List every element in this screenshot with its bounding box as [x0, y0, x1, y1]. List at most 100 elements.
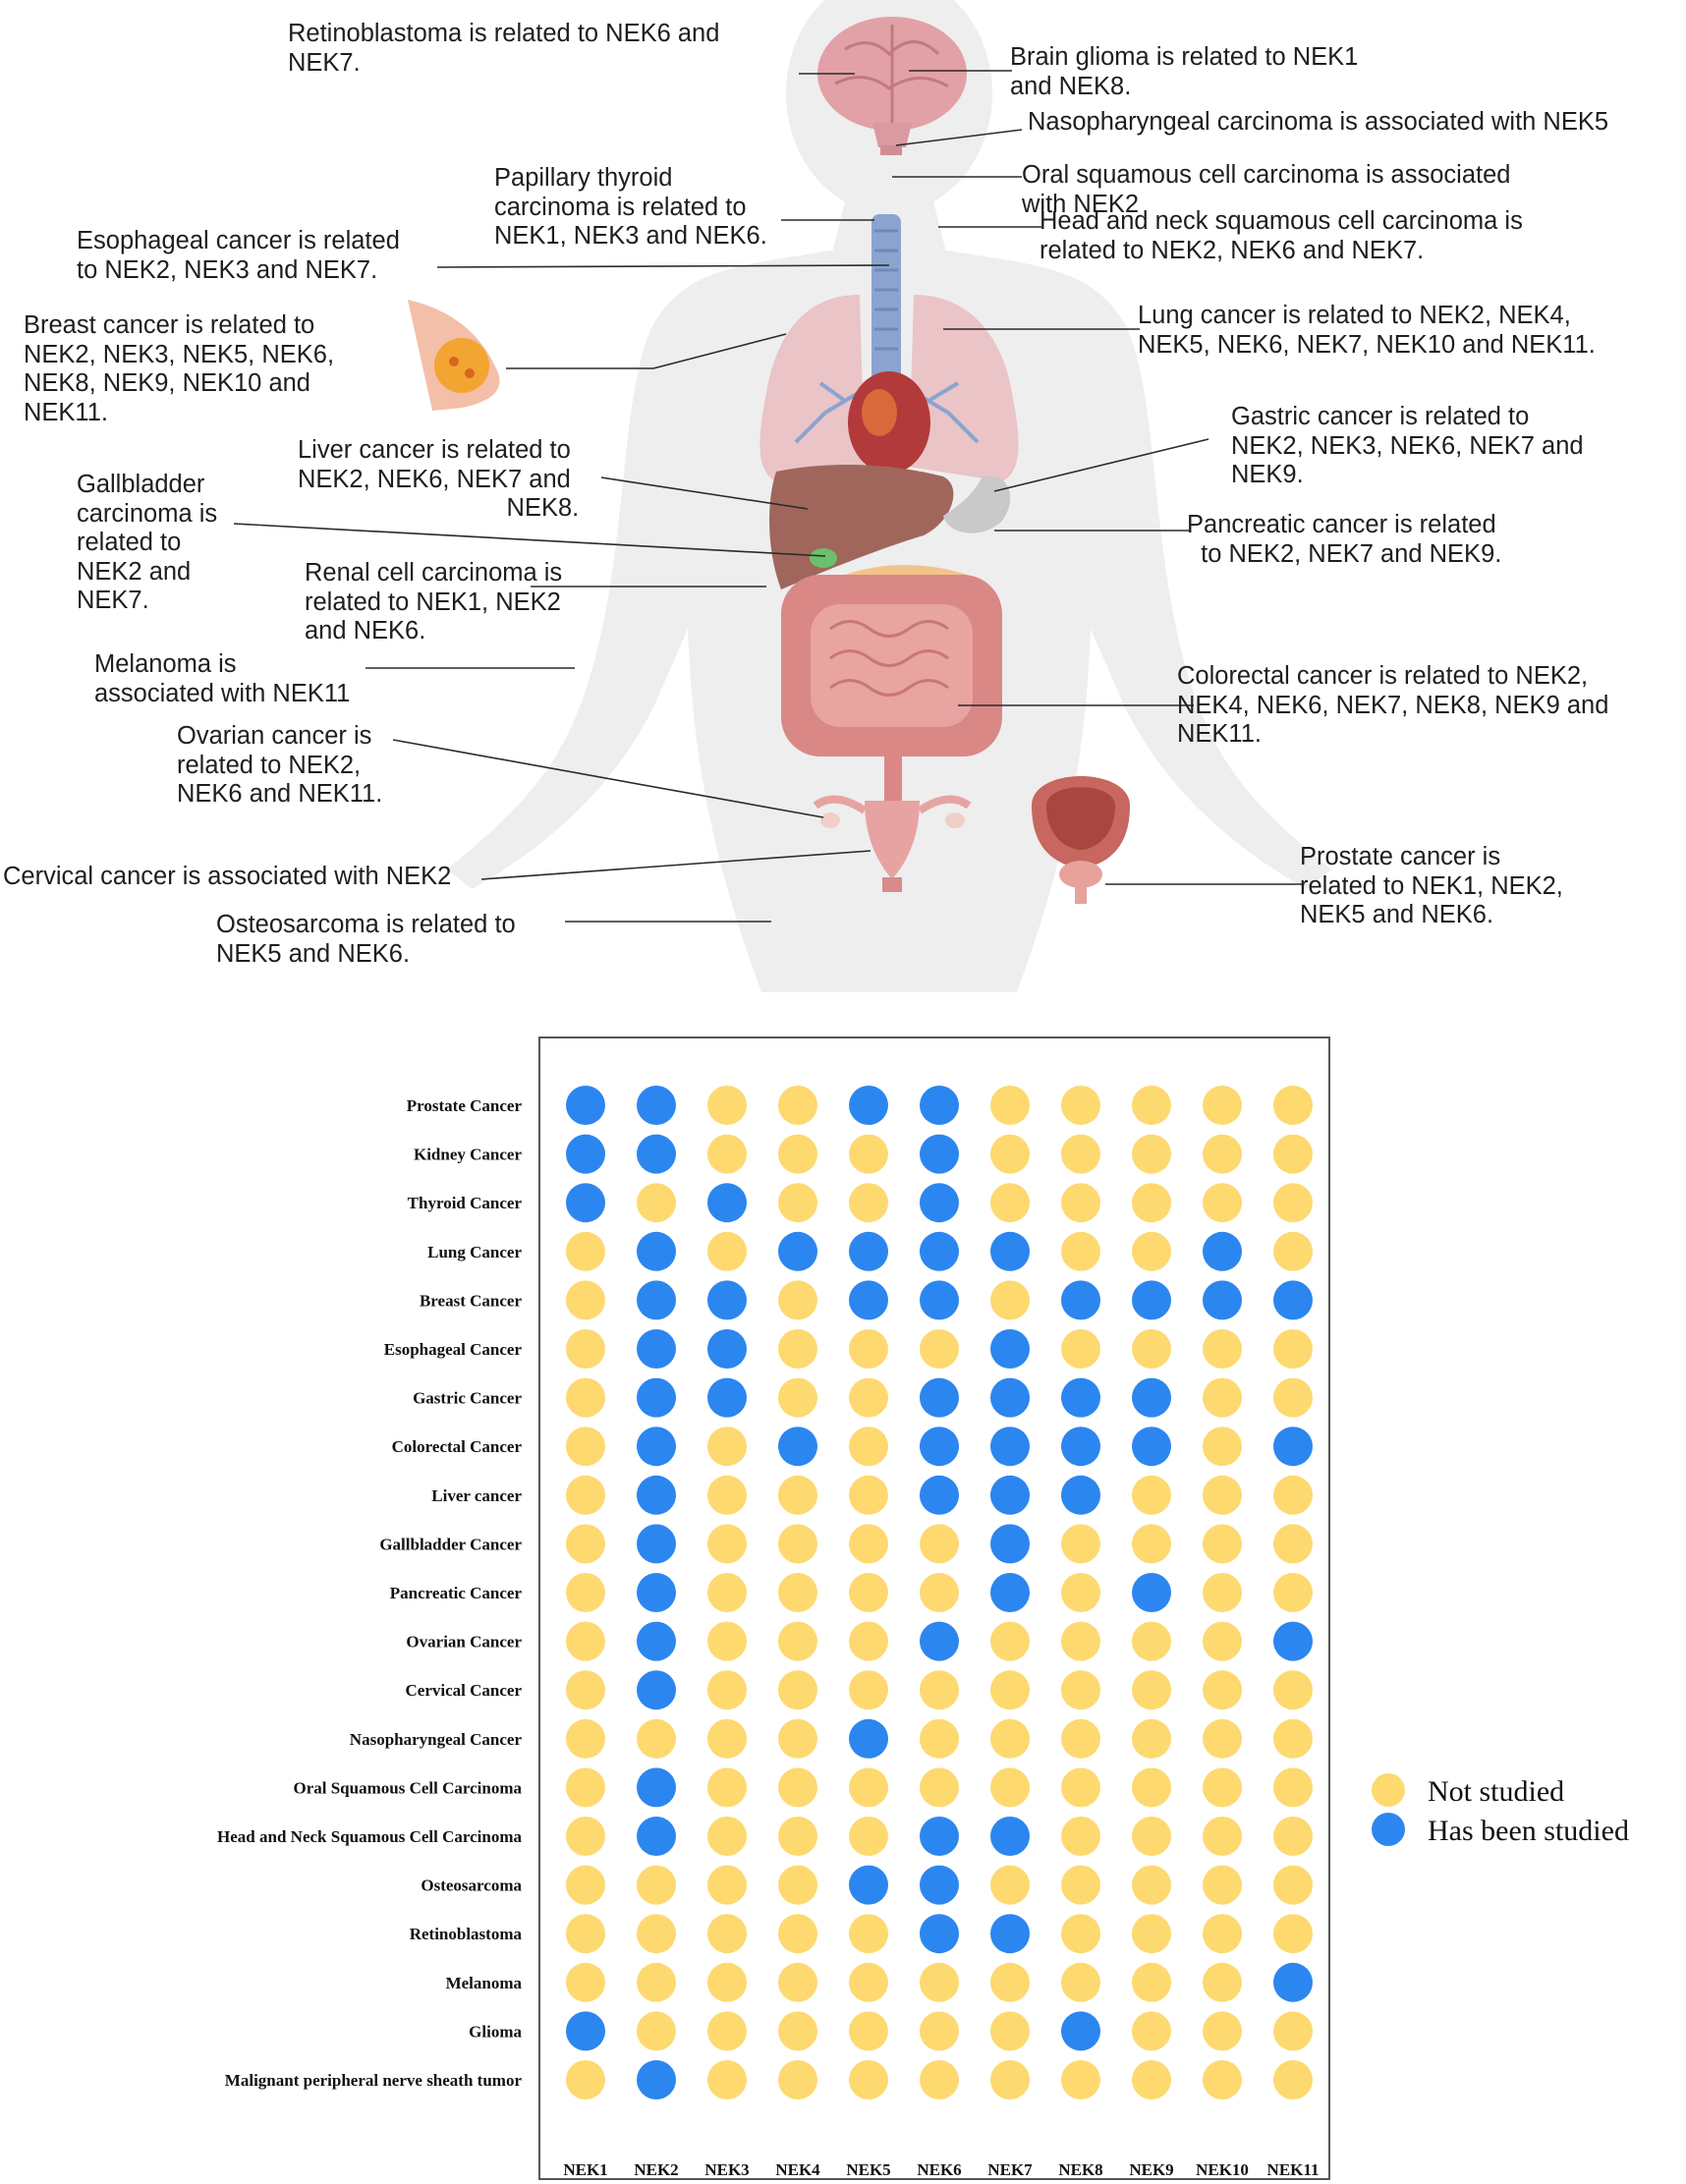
heart-organ	[848, 371, 930, 474]
dot-studied	[990, 1817, 1030, 1856]
dot-studied	[920, 1914, 959, 1954]
dot-not-studied	[990, 1962, 1030, 2002]
dot-not-studied	[1273, 1329, 1313, 1369]
dot-studied	[637, 1134, 676, 1174]
dot-not-studied	[849, 1475, 888, 1515]
dot-not-studied	[778, 1377, 817, 1418]
dot-not-studied	[920, 2060, 959, 2100]
dot-not-studied	[707, 1573, 747, 1612]
dot-not-studied	[1061, 2060, 1100, 2100]
dot-not-studied	[1061, 1962, 1100, 2002]
dot-not-studied	[1273, 2011, 1313, 2051]
dot-studied	[566, 1086, 605, 1125]
dot-studied	[566, 1183, 605, 1223]
dot-studied	[920, 1427, 959, 1467]
dot-not-studied	[990, 1134, 1030, 1174]
dot-not-studied	[1132, 1817, 1171, 1856]
dot-studied	[637, 1573, 676, 1612]
dot-not-studied	[566, 2060, 605, 2100]
legend-marker-studied	[1372, 1813, 1405, 1846]
dot-studied	[637, 1767, 676, 1808]
dot-studied	[920, 1475, 959, 1515]
column-label: NEK2	[634, 2160, 678, 2179]
dot-not-studied	[849, 2011, 888, 2051]
row-label: Malignant peripheral nerve sheath tumor	[225, 2071, 523, 2090]
dot-studied	[990, 1427, 1030, 1467]
dot-not-studied	[707, 1621, 747, 1661]
dot-studied	[1273, 1280, 1313, 1320]
dot-not-studied	[566, 1377, 605, 1418]
dot-studied	[990, 1231, 1030, 1271]
column-label: NEK4	[775, 2160, 820, 2179]
dot-not-studied	[1132, 1475, 1171, 1515]
dot-not-studied	[1203, 1377, 1242, 1418]
dot-not-studied	[990, 1670, 1030, 1710]
trachea-organ	[871, 214, 901, 381]
annotation-breast: Breast cancer is related to NEK2, NEK3, …	[24, 311, 335, 426]
legend-label-not-studied: Not studied	[1428, 1775, 1564, 1808]
dot-not-studied	[990, 2060, 1030, 2100]
column-label: NEK8	[1058, 2160, 1102, 2179]
dot-not-studied	[637, 1865, 676, 1905]
dot-not-studied	[778, 2011, 817, 2051]
column-label: NEK10	[1196, 2160, 1249, 2179]
column-label: NEK5	[846, 2160, 890, 2179]
dot-studied	[637, 1524, 676, 1564]
dot-not-studied	[778, 1573, 817, 1612]
annotation-liver: Liver cancer is related to NEK2, NEK6, N…	[298, 436, 580, 522]
row-label: Liver cancer	[431, 1486, 522, 1505]
annotation-osteosarcoma: Osteosarcoma is related to NEK5 and NEK6…	[216, 911, 516, 968]
dot-not-studied	[849, 1134, 888, 1174]
dot-studied	[920, 1817, 959, 1856]
dot-not-studied	[566, 1329, 605, 1369]
dot-studied	[1203, 1231, 1242, 1271]
dot-not-studied	[849, 1427, 888, 1467]
dot-not-studied	[990, 1767, 1030, 1808]
row-label: Esophageal Cancer	[384, 1340, 523, 1359]
dot-not-studied	[637, 1183, 676, 1223]
dot-not-studied	[1273, 1475, 1313, 1515]
dot-not-studied	[778, 1718, 817, 1759]
annotation-cervical: Cervical cancer is associated with NEK2	[3, 863, 452, 890]
dot-not-studied	[1273, 1767, 1313, 1808]
dot-not-studied	[920, 1670, 959, 1710]
dot-not-studied	[778, 1621, 817, 1661]
dot-not-studied	[566, 1865, 605, 1905]
dot-not-studied	[849, 2060, 888, 2100]
annotation-gastric: Gastric cancer is related to NEK2, NEK3,…	[1231, 403, 1584, 488]
dot-not-studied	[1273, 1573, 1313, 1612]
lungs-organ	[759, 295, 1019, 481]
dot-not-studied	[1203, 1086, 1242, 1125]
dot-not-studied	[849, 1377, 888, 1418]
dot-not-studied	[1203, 1621, 1242, 1661]
dot-not-studied	[707, 1475, 747, 1515]
dot-not-studied	[849, 1817, 888, 1856]
dot-not-studied	[778, 1865, 817, 1905]
breast-icon	[408, 300, 500, 411]
dot-studied	[920, 1183, 959, 1223]
dot-not-studied	[707, 1134, 747, 1174]
dot-not-studied	[1132, 2060, 1171, 2100]
dot-not-studied	[1132, 1767, 1171, 1808]
dot-not-studied	[990, 1183, 1030, 1223]
plot-frame	[538, 1036, 1330, 2180]
row-label: Thyroid Cancer	[408, 1194, 523, 1212]
dot-not-studied	[1273, 2060, 1313, 2100]
legend-label-studied: Has been studied	[1428, 1815, 1629, 1847]
dot-not-studied	[707, 2011, 747, 2051]
dot-not-studied	[920, 1329, 959, 1369]
dot-not-studied	[1061, 1817, 1100, 1856]
dot-not-studied	[707, 1817, 747, 1856]
dot-not-studied	[849, 1621, 888, 1661]
dot-not-studied	[1203, 1183, 1242, 1223]
row-label: Kidney Cancer	[414, 1146, 522, 1164]
dot-studied	[920, 1231, 959, 1271]
dot-not-studied	[1132, 2011, 1171, 2051]
dot-studied	[920, 1621, 959, 1661]
dot-studied	[707, 1280, 747, 1320]
annotation-renal: Renal cell carcinoma is related to NEK1,…	[305, 559, 563, 644]
